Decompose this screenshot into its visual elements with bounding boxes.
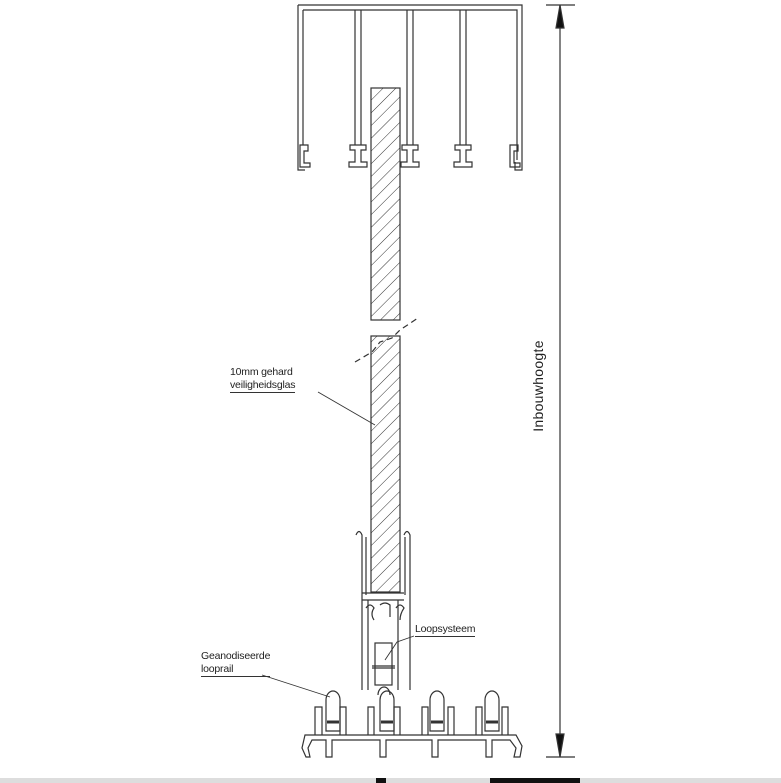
rail-label-line2: looprail <box>201 663 271 677</box>
running-wheel <box>372 642 395 696</box>
top-rail-profile <box>297 4 523 171</box>
edge-mark <box>490 778 580 783</box>
glass-channel <box>355 530 411 690</box>
glass-label-line2: veiligheidsglas <box>230 379 296 393</box>
running-system-leader <box>384 635 415 661</box>
running-system-label: Loopsysteem <box>415 623 476 637</box>
glass-panel <box>354 87 419 593</box>
rail-leader <box>261 674 331 698</box>
rail-label: Geanodiseerde looprail <box>201 650 270 677</box>
glass-label: 10mm gehard veiligheidsglas <box>230 366 295 393</box>
dimension-line <box>546 4 575 758</box>
glass-leader <box>317 391 376 426</box>
edge-mark <box>376 778 386 783</box>
glass-label-line1: 10mm gehard <box>230 366 293 378</box>
rail-label-line1: Geanodiseerde <box>201 650 271 662</box>
bottom-rail-profile <box>301 690 523 758</box>
dimension-label: Inbouwhoogte <box>530 340 546 432</box>
bottom-edge <box>0 778 781 783</box>
